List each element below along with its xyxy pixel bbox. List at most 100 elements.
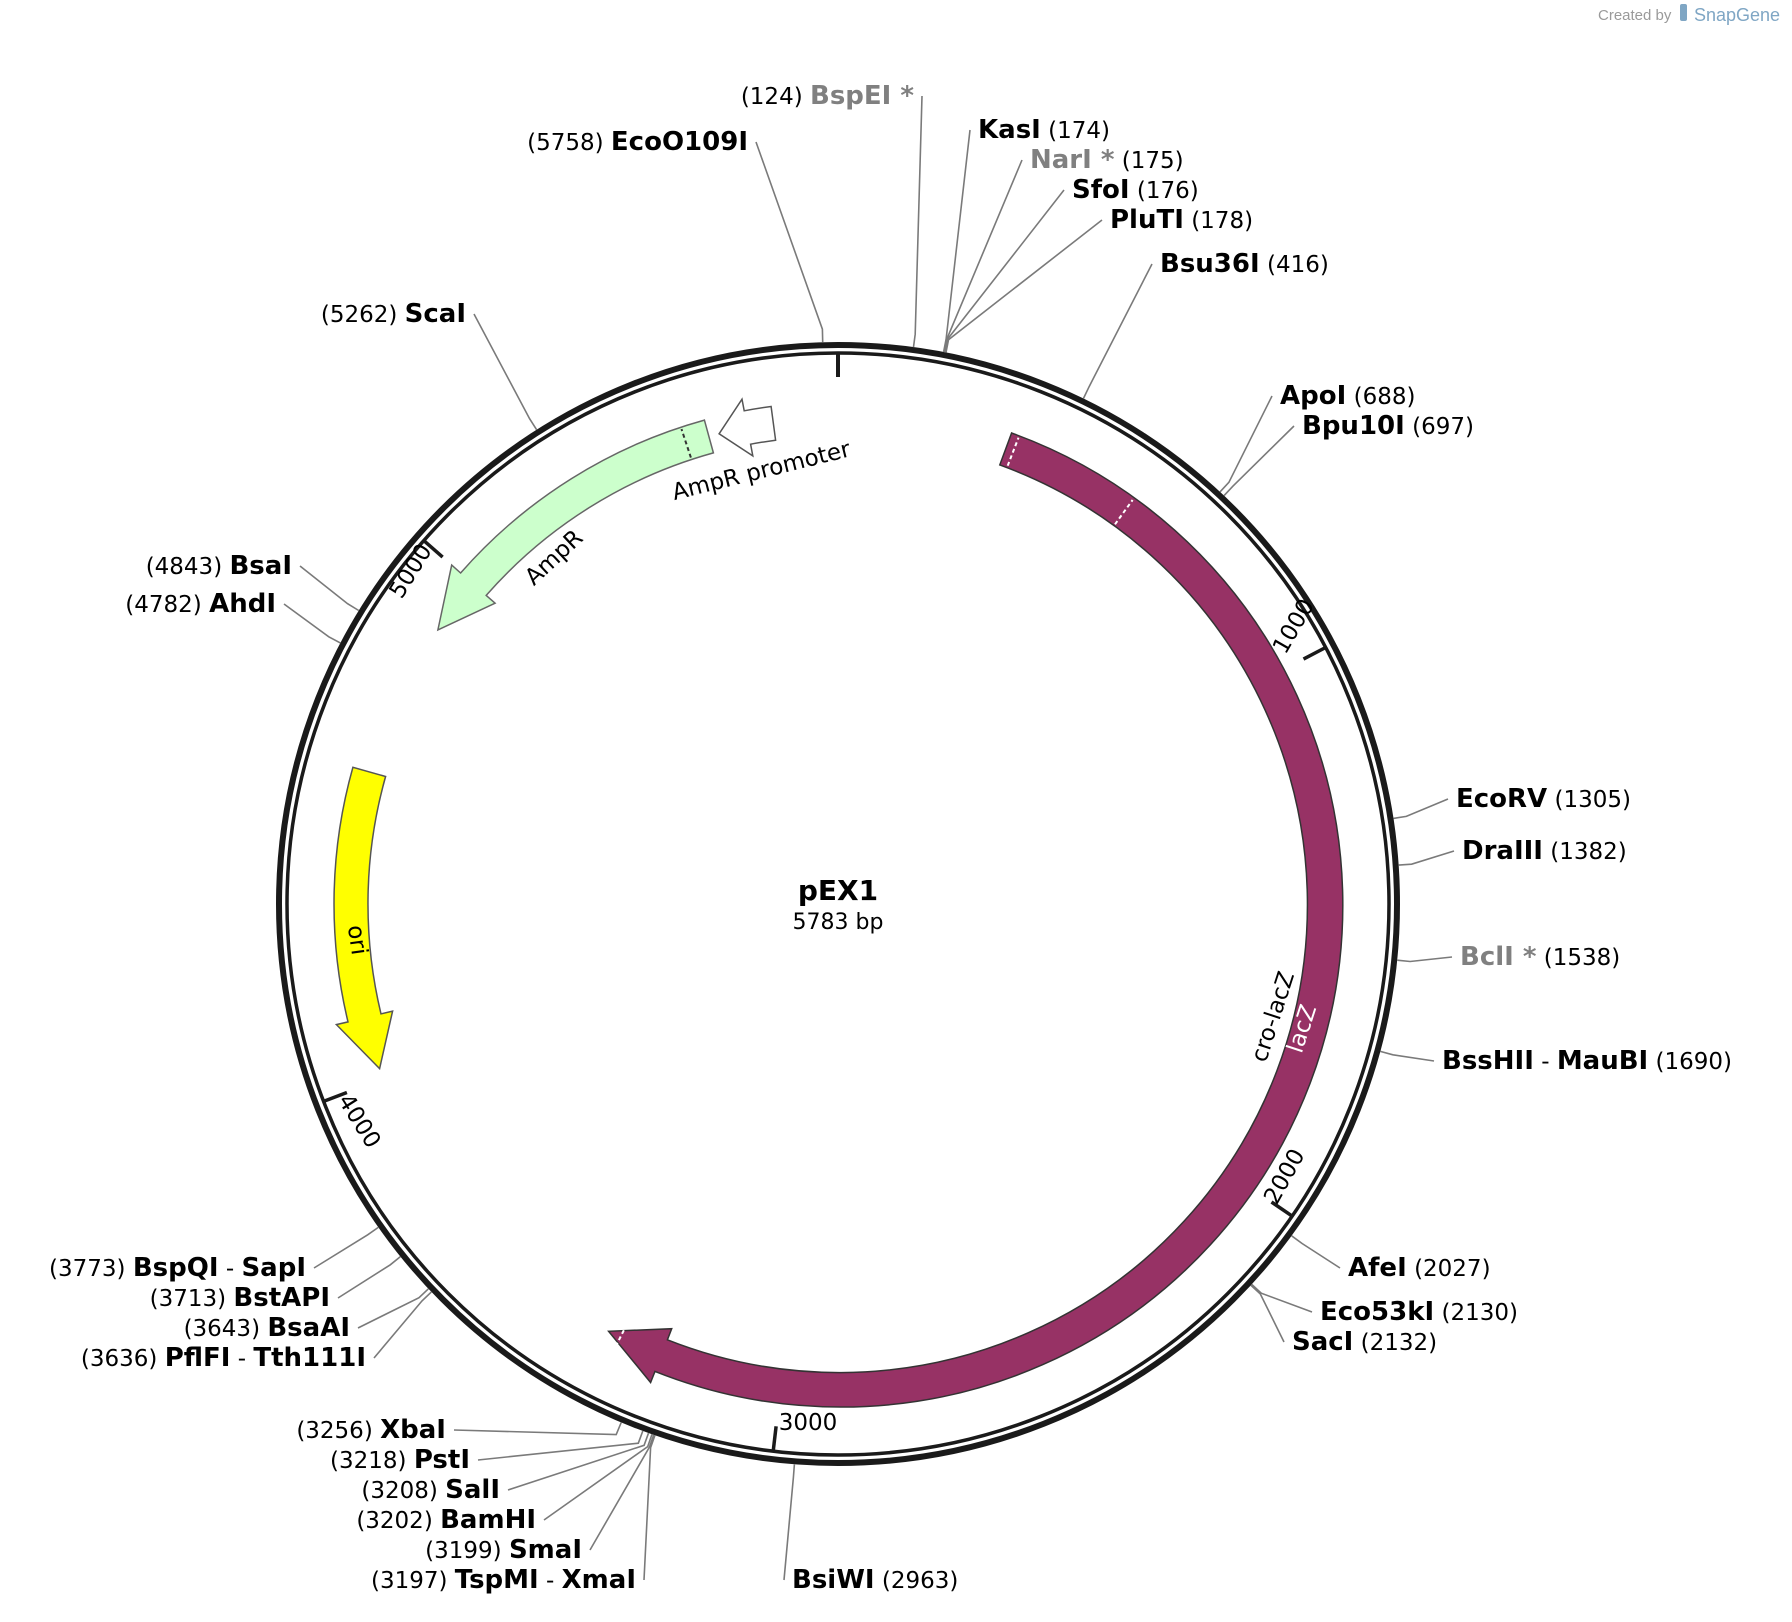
cro-lacz-segment-divider <box>1006 437 1020 467</box>
tick-1000 <box>1302 645 1327 661</box>
restriction-site-nari[interactable]: NarI * (175) <box>943 145 1184 353</box>
ampr-feature-arrow[interactable] <box>436 419 715 632</box>
site-position: (3713) <box>150 1286 226 1312</box>
site-leader-line <box>473 313 538 431</box>
site-enzyme-name: BclI * <box>1460 942 1537 972</box>
restriction-site-eco53ki[interactable]: Eco53kI (2130) <box>1251 1283 1518 1327</box>
restriction-site-bspei[interactable]: (124) BspEI * <box>741 81 923 348</box>
restriction-site-bsiwi[interactable]: BsiWI (2963) <box>783 1464 958 1595</box>
site-label: ApoI (688) <box>1280 381 1415 411</box>
restriction-site-pluti[interactable]: PluTI (178) <box>945 205 1253 353</box>
tick-3000 <box>771 1426 778 1452</box>
site-label: Bpu10I (697) <box>1302 411 1474 441</box>
restriction-site-tspmi[interactable]: (3197) TspMI - XmaI <box>371 1435 656 1595</box>
site-enzyme-name: TspMI <box>455 1565 539 1595</box>
credit-brand: SnapGene <box>1694 5 1780 25</box>
site-leader-line <box>477 1430 644 1461</box>
restriction-site-bstapi[interactable]: (3713) BstAPI <box>150 1255 401 1313</box>
site-leader-line <box>783 1464 796 1581</box>
site-position: (5758) <box>527 130 603 156</box>
site-leader-line <box>1251 1283 1313 1313</box>
restriction-site-bsu36i[interactable]: Bsu36I (416) <box>1082 249 1329 399</box>
site-gap <box>407 1448 414 1474</box>
site-position: (3256) <box>296 1418 372 1444</box>
ampr-promoter-feature-arrow[interactable] <box>718 397 777 458</box>
site-label: (124) BspEI * <box>741 81 915 111</box>
restriction-site-afei[interactable]: AfeI (2027) <box>1291 1235 1491 1283</box>
site-label: (3218) PstI <box>330 1445 470 1475</box>
restriction-site-scai[interactable]: (5262) ScaI <box>321 299 538 431</box>
site-leader-line <box>1082 263 1153 399</box>
restriction-site-draiii[interactable]: DraIII (1382) <box>1398 836 1627 866</box>
site-position: (3643) <box>184 1316 260 1342</box>
site-leader-line <box>944 189 1065 353</box>
site-enzyme-name: BssHII <box>1442 1046 1534 1076</box>
site-leader-line <box>942 129 971 353</box>
restriction-site-bsaai[interactable]: (3643) BsaAI <box>184 1288 429 1343</box>
ori-feature-arrow[interactable] <box>333 766 394 1071</box>
site-leader-line <box>1393 798 1449 820</box>
site-position: (176) <box>1137 178 1199 204</box>
site-enzyme-name: XmaI <box>562 1565 636 1595</box>
site-label: (4843) BsaI <box>146 551 292 581</box>
site-label: (3208) SalI <box>361 1475 500 1505</box>
snapgene-logo-icon <box>1680 4 1687 21</box>
restriction-site-sfoi[interactable]: SfoI (176) <box>944 175 1199 353</box>
site-enzyme-name: SacI <box>1292 1327 1353 1357</box>
site-leader-line <box>589 1434 655 1551</box>
site-leader-line <box>1291 1235 1341 1269</box>
restriction-site-apoi[interactable]: ApoI (688) <box>1219 381 1415 493</box>
site-label: Bsu36I (416) <box>1160 249 1329 279</box>
site-enzyme-name: BstAPI <box>233 1283 330 1313</box>
site-separator: - <box>539 1568 562 1594</box>
site-label: (3202) BamHI <box>356 1505 536 1535</box>
restriction-site-ahdi[interactable]: (4782) AhdI <box>125 589 341 644</box>
site-enzyme-name: DraIII <box>1462 836 1543 866</box>
site-enzyme-name: SalI <box>445 1475 500 1505</box>
restriction-site-smai[interactable]: (3199) SmaI <box>425 1434 655 1565</box>
restriction-site-bcli[interactable]: BclI * (1538) <box>1397 942 1620 972</box>
site-enzyme-name: PflFI <box>165 1343 231 1373</box>
site-label: DraIII (1382) <box>1462 836 1627 866</box>
site-leader-line <box>755 141 824 343</box>
restriction-site-bsshii[interactable]: BssHII - MauBI (1690) <box>1380 1046 1732 1076</box>
site-leader-line <box>945 219 1103 353</box>
site-gap <box>803 84 810 110</box>
restriction-site-bsai[interactable]: (4843) BsaI <box>146 551 360 612</box>
site-gap <box>1114 148 1121 174</box>
site-gap <box>875 1568 882 1594</box>
site-separator: - <box>1534 1049 1557 1075</box>
restriction-site-ecorv[interactable]: EcoRV (1305) <box>1393 784 1631 820</box>
restriction-site-psti[interactable]: (3218) PstI <box>330 1430 644 1475</box>
site-position: (3202) <box>356 1508 432 1534</box>
site-label: (3773) BspQI - SapI <box>49 1253 306 1283</box>
site-separator: - <box>219 1256 242 1282</box>
restriction-site-bamhi[interactable]: (3202) BamHI <box>356 1434 653 1535</box>
site-label: NarI * (175) <box>1030 145 1184 175</box>
site-leader-line <box>1250 1284 1285 1343</box>
site-enzyme-name: EcoRV <box>1456 784 1547 814</box>
restriction-site-saci[interactable]: SacI (2132) <box>1250 1284 1437 1357</box>
restriction-site-pflfi[interactable]: (3636) PflFI - Tth111I <box>81 1291 432 1373</box>
site-position: (1690) <box>1656 1049 1732 1075</box>
restriction-site-ecoo109i[interactable]: (5758) EcoO109I <box>527 127 824 343</box>
site-enzyme-name: XbaI <box>380 1415 446 1445</box>
cro-lacz-feature-arrow[interactable] <box>607 432 1344 1408</box>
site-enzyme-name: Bpu10I <box>1302 411 1405 441</box>
site-gap <box>1260 252 1267 278</box>
site-enzyme-name: BspEI * <box>810 81 914 111</box>
site-gap <box>157 1346 164 1372</box>
site-gap <box>1405 414 1412 440</box>
restriction-site-bpu10i[interactable]: Bpu10I (697) <box>1223 411 1474 497</box>
restriction-site-bspqi[interactable]: (3773) BspQI - SapI <box>49 1226 379 1283</box>
site-separator: - <box>230 1346 253 1372</box>
restriction-site-sali[interactable]: (3208) SalI <box>361 1432 650 1505</box>
site-label: (3713) BstAPI <box>150 1283 330 1313</box>
site-position: (1305) <box>1555 787 1631 813</box>
snapgene-credit[interactable]: Created by SnapGene <box>1598 4 1780 25</box>
restriction-site-kasi[interactable]: KasI (174) <box>942 115 1110 353</box>
restriction-site-xbai[interactable]: (3256) XbaI <box>296 1415 622 1445</box>
site-label: BssHII - MauBI (1690) <box>1442 1046 1732 1076</box>
site-position: (175) <box>1122 148 1184 174</box>
